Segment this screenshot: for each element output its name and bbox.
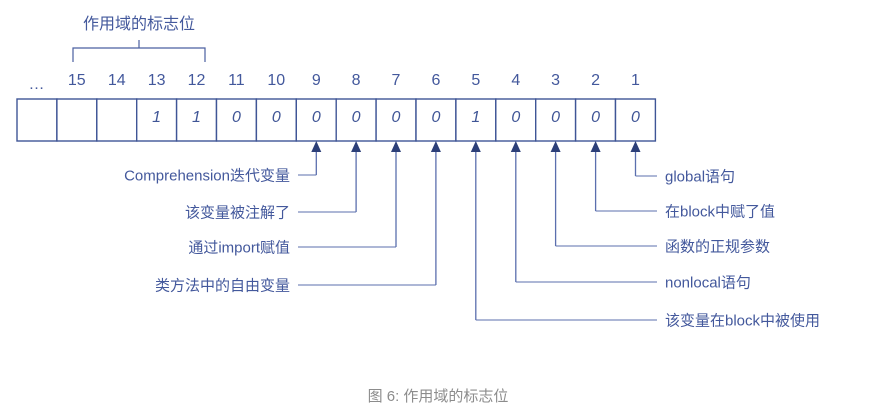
bit-index-label: …: [28, 76, 46, 93]
bit-index-label: 14: [107, 72, 126, 89]
bit-value: 0: [231, 109, 241, 126]
bit-pointer-arrowhead: [470, 141, 481, 152]
bit-value: 0: [391, 109, 401, 126]
bit-index-label: 12: [187, 72, 206, 89]
bit-pointer-arrowhead: [311, 141, 322, 152]
bit-value: 0: [591, 109, 601, 126]
bit-index-label: 11: [228, 72, 245, 89]
bit-pointer-arrowhead: [351, 141, 362, 152]
bit-pointer-arrowhead: [630, 141, 641, 152]
bit-index-label: 7: [391, 72, 401, 89]
bit-cell: [375, 98, 417, 142]
annotation-label-left: 类方法中的自由变量: [154, 277, 290, 295]
bit-value: 1: [192, 109, 201, 126]
bit-cell: [56, 98, 98, 142]
bit-cell: [16, 98, 58, 142]
bit-index-label: 1: [631, 72, 640, 89]
bit-pointer-arrowhead: [510, 141, 521, 152]
bit-cell: [335, 98, 377, 142]
bit-value: 0: [631, 109, 640, 126]
annotation-label-right: 该变量在block中被使用: [665, 312, 821, 330]
bit-value: 0: [511, 109, 521, 126]
bit-value: 0: [311, 109, 321, 126]
bit-index-label: 3: [551, 72, 561, 89]
bit-pointer-arrowhead: [430, 141, 441, 152]
bit-cell: [255, 98, 297, 142]
bit-index-label: 8: [351, 72, 361, 89]
bit-cell: [295, 98, 337, 142]
bit-index-label: 2: [591, 72, 601, 89]
annotation-label-left: 通过import赋值: [188, 239, 290, 257]
bit-index-label: 4: [511, 72, 521, 89]
annotation-label-right: nonlocal语句: [665, 274, 751, 292]
bit-pointer-arrowhead: [550, 141, 561, 152]
bit-index-label: 5: [471, 72, 481, 89]
annotation-label-left: 该变量被注解了: [184, 204, 290, 222]
annotation-label-left: Comprehension迭代变量: [124, 167, 290, 185]
leader-lines-right: [475, 175, 657, 321]
figure-caption: 图 6: 作用域的标志位: [367, 388, 509, 405]
bit-cell: [574, 98, 617, 142]
bit-cell: [614, 98, 657, 142]
bit-index-label: 6: [431, 72, 441, 89]
bit-index-label: 15: [67, 72, 86, 89]
bit-pointer-arrowhead: [590, 141, 601, 152]
annotation-label-right: 函数的正规参数: [665, 238, 771, 256]
bit-cell: [135, 98, 178, 142]
bit-value: 1: [152, 109, 162, 126]
bit-cell: [215, 98, 258, 142]
bit-index-label: 13: [147, 72, 166, 89]
bit-cell: [415, 98, 457, 142]
bit-index-label: 9: [311, 72, 321, 89]
bit-value: 0: [551, 109, 561, 126]
scope-bracket: [72, 40, 206, 62]
scope-bracket-label: 作用域的标志位: [82, 16, 196, 33]
bit-value: 0: [351, 109, 361, 126]
annotation-label-right: global语句: [665, 168, 736, 186]
bit-index-label: 10: [267, 72, 286, 89]
leader-lines-left: [298, 174, 436, 286]
bit-value: 0: [271, 109, 281, 126]
bit-value: 0: [431, 109, 441, 126]
bit-table-cells: [16, 98, 657, 142]
annotation-label-right: 在block中赋了值: [665, 203, 776, 221]
bit-value: 1: [471, 109, 481, 126]
bit-cell: [535, 98, 577, 142]
bit-pointer-arrowhead: [391, 141, 401, 152]
bit-arrows: [311, 141, 641, 320]
bit-cell: [96, 98, 138, 142]
bit-cell: [455, 98, 497, 142]
